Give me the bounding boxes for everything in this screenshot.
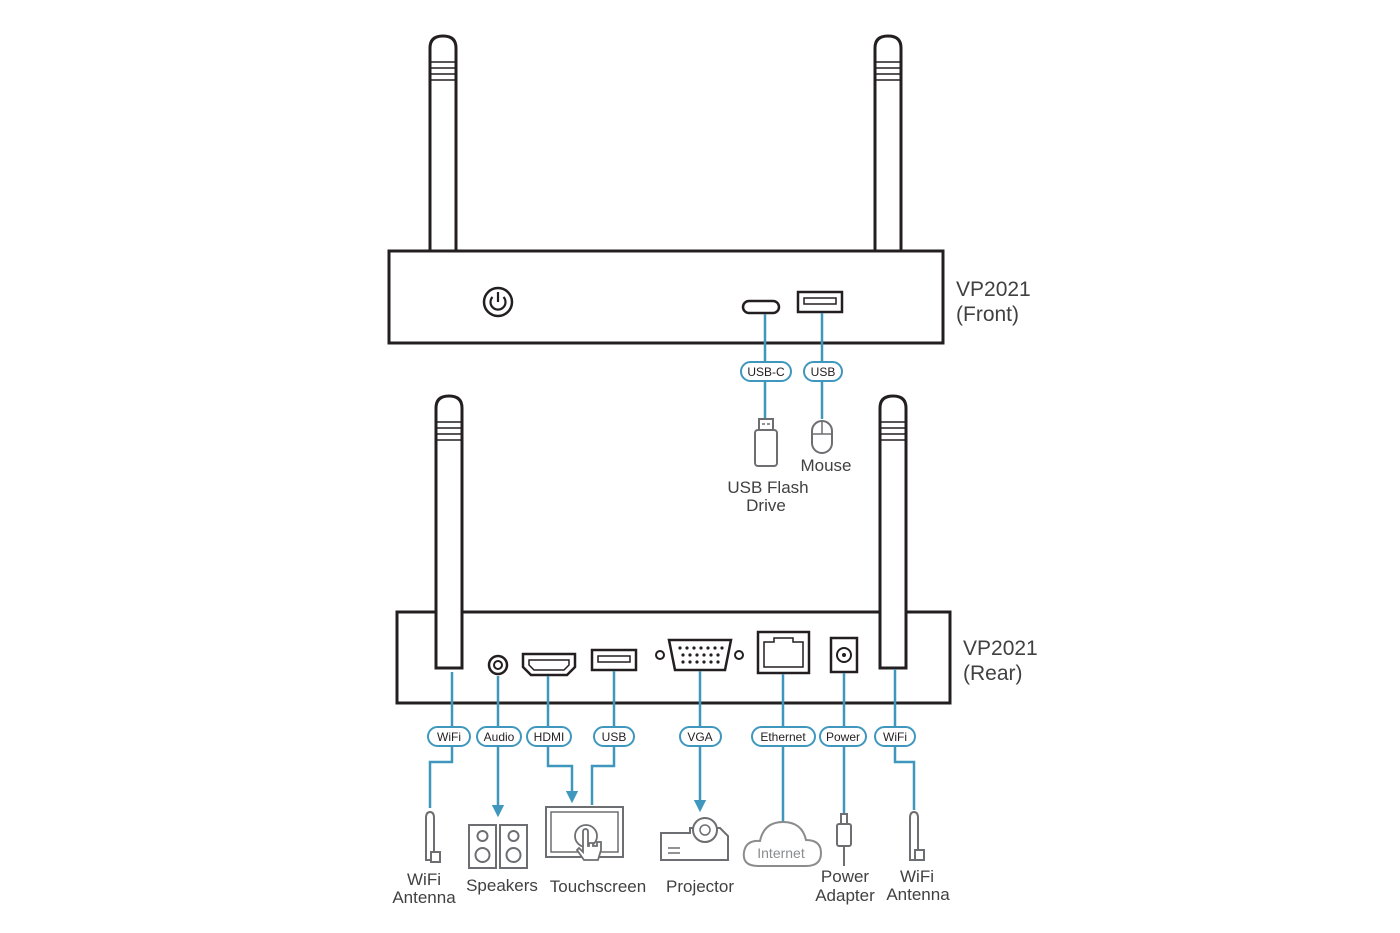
wifi-antenna-right-icon <box>909 810 925 861</box>
front-device-name: VP2021 <box>956 278 1031 301</box>
wifi-antenna-left-label-2: Antenna <box>392 888 456 907</box>
power-port-label: Power <box>819 726 867 747</box>
power-port-icon <box>829 636 859 674</box>
wifi-right-port-label: WiFi <box>874 726 916 747</box>
rear-usb-cable <box>590 671 616 805</box>
wifi-right-cable <box>893 669 916 810</box>
wifi-antenna-left-label-1: WiFi <box>407 870 441 889</box>
front-device-view: (Front) <box>956 303 1019 326</box>
vga-port-icon <box>655 638 744 672</box>
internet-label: Internet <box>757 845 805 861</box>
svg-text:USB: USB <box>602 730 627 744</box>
rear-usb-port-icon <box>590 648 638 672</box>
ethernet-port-label: Ethernet <box>751 726 816 747</box>
power-button-icon[interactable] <box>482 286 514 318</box>
front-usb-port-icon <box>796 290 844 314</box>
front-antenna-left <box>428 34 458 254</box>
svg-text:Power: Power <box>826 730 860 744</box>
usb-flash-drive-label-1: USB Flash <box>727 478 808 497</box>
rear-device-name: VP2021 <box>963 637 1038 660</box>
usbc-port-label: USB-C <box>740 361 792 382</box>
svg-text:Ethernet: Ethernet <box>760 730 806 744</box>
projector-icon <box>660 817 729 861</box>
front-device-body <box>387 249 945 345</box>
audio-port-icon <box>487 654 509 676</box>
wifi-antenna-right-label-2: Antenna <box>886 885 950 904</box>
wifi-antenna-right-label-1: WiFi <box>900 867 934 886</box>
svg-text:WiFi: WiFi <box>883 730 907 744</box>
rear-usb-port-label: USB <box>593 726 635 747</box>
rear-device-view: (Rear) <box>963 662 1023 685</box>
front-antenna-right <box>873 34 903 254</box>
internet-cloud-icon: Internet <box>742 820 823 867</box>
hdmi-port-label: HDMI <box>526 726 572 747</box>
speakers-label: Speakers <box>466 876 538 895</box>
rear-antenna-right <box>878 394 908 670</box>
usb-flash-drive-icon <box>754 418 778 467</box>
mouse-icon <box>811 420 833 454</box>
wifi-left-cable <box>428 672 454 808</box>
rear-antenna-left <box>434 394 464 670</box>
wifi-left-port-label: WiFi <box>427 726 471 747</box>
touchscreen-label: Touchscreen <box>550 877 646 896</box>
front-unit <box>387 34 945 345</box>
projector-label: Projector <box>666 877 734 896</box>
hdmi-port-icon <box>521 652 577 677</box>
wifi-antenna-left-icon <box>425 810 441 863</box>
svg-text:Audio: Audio <box>484 730 515 744</box>
touchscreen-icon <box>545 806 624 861</box>
svg-text:HDMI: HDMI <box>534 730 565 744</box>
audio-port-label: Audio <box>476 726 522 747</box>
power-adapter-label-2: Adapter <box>815 886 875 905</box>
svg-text:USB: USB <box>811 365 836 379</box>
svg-text:VGA: VGA <box>687 730 712 744</box>
ethernet-port-icon <box>756 630 811 675</box>
vga-port-label: VGA <box>679 726 722 747</box>
mouse-label: Mouse <box>800 456 851 475</box>
usb-flash-drive-label-2: Drive <box>746 496 786 515</box>
hdmi-cable <box>546 676 579 804</box>
usbc-port-icon <box>741 299 781 315</box>
svg-text:USB-C: USB-C <box>747 365 785 379</box>
front-usb-port-label: USB <box>803 361 843 382</box>
power-adapter-label-1: Power <box>821 867 870 886</box>
svg-text:WiFi: WiFi <box>437 730 461 744</box>
power-adapter-icon <box>836 813 852 866</box>
speakers-icon <box>468 824 528 869</box>
